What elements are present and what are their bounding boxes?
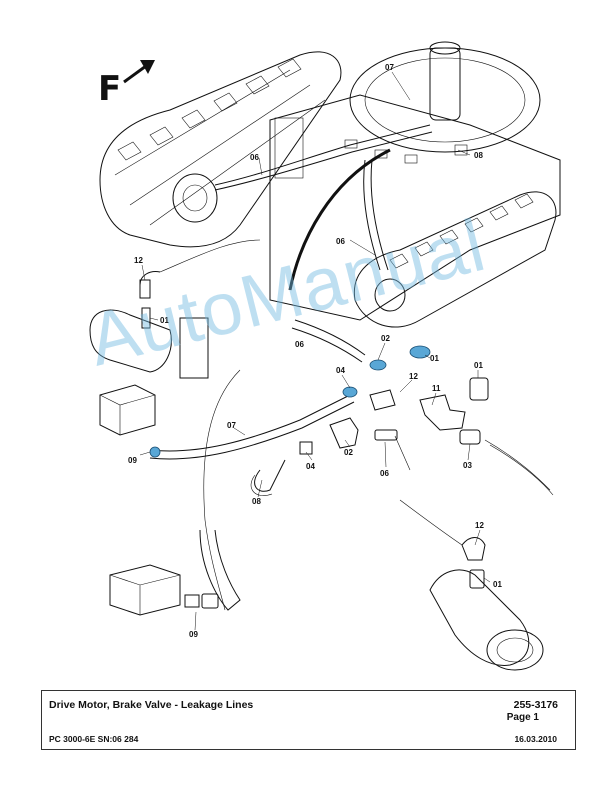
callout-01: 01 — [430, 354, 439, 363]
direction-arrowhead-icon — [140, 60, 155, 74]
direction-arrow-icon — [123, 64, 147, 84]
callout-06: 06 — [250, 153, 259, 162]
loose-fittings — [250, 319, 554, 496]
brake-valve-block-bottom — [109, 564, 219, 616]
machine-model: PC 3000-6E SN:06 284 — [49, 734, 139, 744]
fitting-highlight-02 — [369, 359, 387, 371]
document-number: 255-3176 — [513, 699, 558, 711]
right-crawler-track — [353, 191, 557, 328]
callout-09: 09 — [189, 630, 198, 639]
fitting-highlight-04 — [342, 386, 358, 398]
callout-01: 01 — [160, 316, 169, 325]
callout-07: 07 — [385, 63, 394, 72]
upper-frame — [269, 41, 561, 321]
callout-07: 07 — [227, 421, 236, 430]
callout-11: 11 — [432, 384, 441, 393]
callout-labels: 06 07 08 06 12 01 06 02 01 01 04 12 11 0… — [128, 63, 502, 639]
callout-06: 06 — [295, 340, 304, 349]
callout-12: 12 — [409, 372, 418, 381]
callout-08: 08 — [252, 497, 261, 506]
machine-leakage-lines — [214, 124, 468, 291]
direction-letter: F — [98, 69, 121, 109]
page-number: Page 1 — [506, 712, 539, 723]
callout-06: 06 — [336, 237, 345, 246]
direction-marker: F — [98, 60, 155, 109]
callout-06: 06 — [380, 469, 389, 478]
brake-valve-block-top — [99, 384, 156, 436]
parts-diagram: F — [89, 41, 561, 671]
title-block: Drive Motor, Brake Valve - Leakage Lines… — [41, 690, 576, 750]
callout-12: 12 — [134, 256, 143, 265]
left-drive-motor-assembly — [89, 239, 261, 379]
lower-hose — [199, 369, 241, 611]
callout-09: 09 — [128, 456, 137, 465]
leakage-hose-07 — [149, 345, 431, 460]
left-crawler-track — [99, 51, 342, 248]
right-drive-motor-assembly — [399, 499, 544, 671]
callout-01: 01 — [493, 580, 502, 589]
callout-12: 12 — [475, 521, 484, 530]
callout-01: 01 — [474, 361, 483, 370]
callout-02: 02 — [344, 448, 353, 457]
fitting-highlight-09 — [149, 446, 161, 458]
drawing-date: 16.03.2010 — [514, 734, 557, 744]
drawing-title: Drive Motor, Brake Valve - Leakage Lines — [49, 699, 254, 711]
callout-02: 02 — [381, 334, 390, 343]
leader-lines — [139, 71, 491, 631]
callout-04: 04 — [336, 366, 345, 375]
callout-03: 03 — [463, 461, 472, 470]
callout-08: 08 — [474, 151, 483, 160]
callout-04: 04 — [306, 462, 315, 471]
